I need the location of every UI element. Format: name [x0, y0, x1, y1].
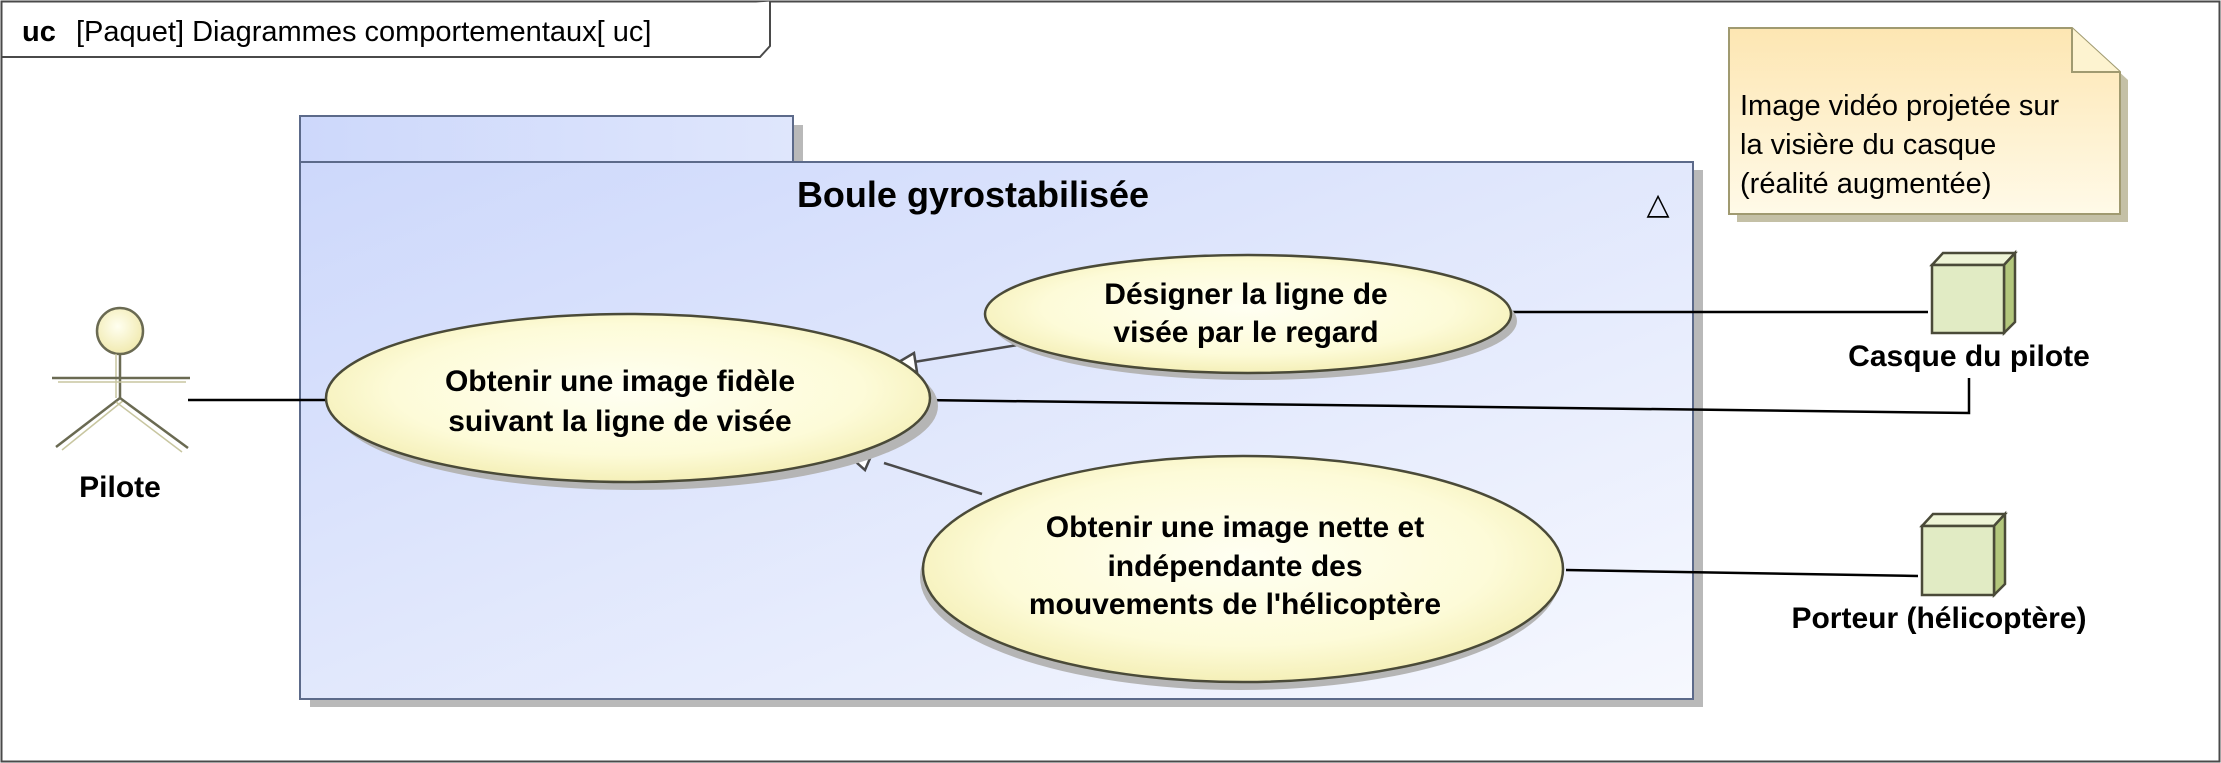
- use-case-obtenir-image-nette[interactable]: Obtenir une image nette et indépendante …: [920, 454, 1565, 690]
- use-case-ellipse: [921, 454, 1565, 684]
- frame-title-tab: [1, 1, 771, 58]
- package-name: Boule gyrostabilisée: [797, 174, 1149, 215]
- actor-porteur-helicoptere[interactable]: Porteur (hélicoptère): [1791, 510, 2087, 635]
- cube-icon: [1929, 249, 2018, 337]
- package-subsystem-icon: △: [1646, 188, 1669, 221]
- note-body: [1728, 27, 2121, 215]
- use-case-label: indépendante des: [1107, 550, 1362, 583]
- note-line: Image vidéo projetée sur: [1740, 90, 2060, 122]
- actor-casque-du-pilote[interactable]: Casque du pilote: [1848, 249, 2090, 373]
- frame-title: [Paquet] Diagrammes comportementaux[ uc]: [76, 16, 651, 48]
- note-line: la visière du casque: [1740, 129, 1996, 161]
- use-case-ellipse: [324, 312, 932, 484]
- actor-name: Pilote: [79, 471, 161, 504]
- actor-name: Casque du pilote: [1848, 340, 2090, 373]
- association-main-casque[interactable]: [920, 378, 1971, 415]
- note-line: (réalité augmentée): [1740, 168, 1991, 200]
- use-case-label: visée par le regard: [1113, 316, 1378, 349]
- frame-kind: uc: [22, 16, 56, 48]
- use-case-label: mouvements de l'hélicoptère: [1029, 588, 1441, 621]
- actor-pilote[interactable]: Pilote: [52, 306, 190, 504]
- note-realite-augmentee[interactable]: Image vidéo projetée sur la visière du c…: [1728, 27, 2128, 222]
- cube-icon: [1919, 510, 2008, 599]
- package-tab: [299, 115, 794, 165]
- note-folded-corner: [2071, 28, 2120, 73]
- use-case-label: Obtenir une image nette et: [1046, 511, 1424, 544]
- association-nette-porteur[interactable]: [1565, 568, 1919, 578]
- use-case-label: Désigner la ligne de: [1104, 278, 1387, 311]
- actor-name: Porteur (hélicoptère): [1791, 602, 2086, 635]
- use-case-ellipse: [983, 253, 1513, 375]
- associations: [188, 310, 1971, 578]
- use-case-label: Obtenir une image fidèle: [445, 365, 795, 398]
- use-case-designer-ligne-visee[interactable]: Désigner la ligne de visée par le regard: [983, 253, 1517, 380]
- stick-figure-icon: [52, 306, 190, 453]
- use-case-obtenir-image-fidele[interactable]: Obtenir une image fidèle suivant la lign…: [324, 312, 938, 490]
- use-case-label: suivant la ligne de visée: [448, 405, 791, 438]
